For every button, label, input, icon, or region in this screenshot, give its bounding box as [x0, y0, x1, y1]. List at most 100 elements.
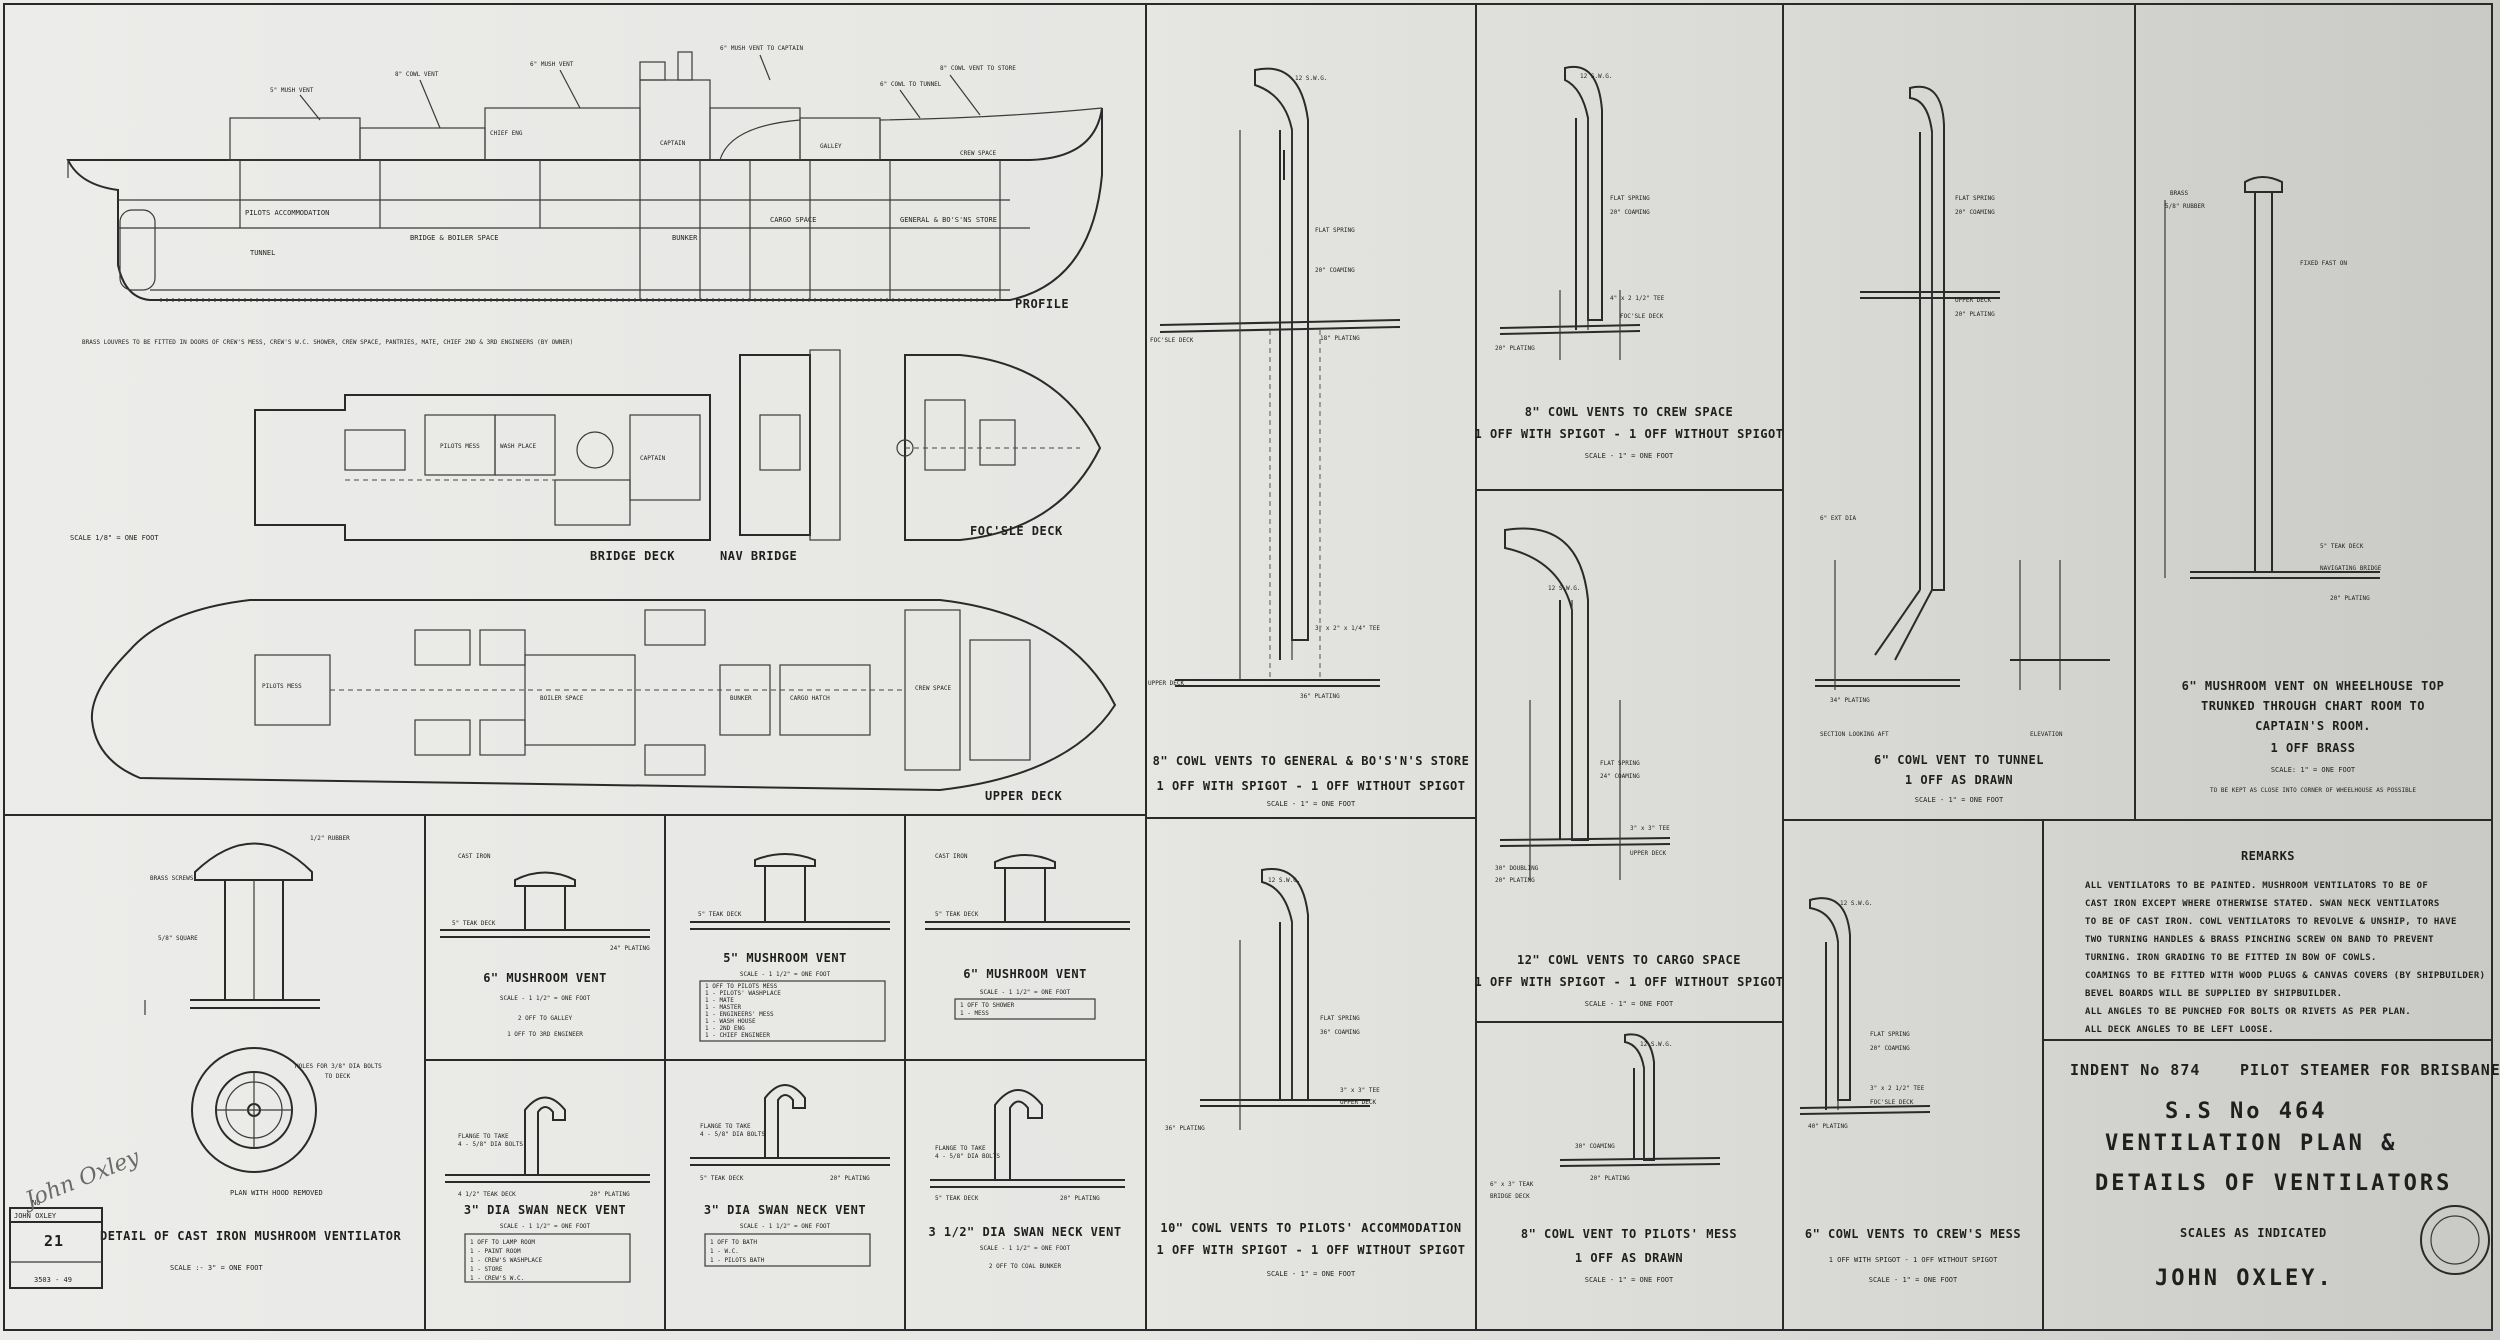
nav-bridge-label: NAV BRIDGE [720, 549, 797, 563]
upper-deck-plan: PILOTS MESS BOILER SPACE BUNKER CARGO HA… [90, 599, 1117, 803]
detail-b-line1: 1 OFF WITH SPIGOT - 1 OFF WITHOUT SPIGOT [1475, 427, 1784, 441]
svg-text:6" EXT DIA: 6" EXT DIA [1820, 515, 1857, 522]
svg-text:20" PLATING: 20" PLATING [1955, 311, 1995, 318]
detail-mushroom-5in: 5" TEAK DECK 5" MUSHROOM VENT SCALE - 1 … [690, 853, 890, 1042]
svg-text:36" COAMING: 36" COAMING [1320, 1029, 1360, 1036]
small-detail-6-title: 3 1/2" DIA SWAN NECK VENT [928, 1225, 1121, 1239]
svg-text:12 S.W.G.: 12 S.W.G. [1640, 1041, 1673, 1048]
svg-text:20" PLATING: 20" PLATING [2330, 595, 2370, 602]
svg-text:5" TEAK DECK: 5" TEAK DECK [935, 1195, 979, 1202]
svg-text:FLANGE TO TAKE: FLANGE TO TAKE [700, 1123, 751, 1130]
small-detail-1-scale: SCALE - 1 1/2" = ONE FOOT [500, 995, 591, 1002]
detail-b-title: 8" COWL VENTS TO CREW SPACE [1525, 405, 1734, 419]
detail-cast-iron-mushroom: 1/2" RUBBER BRASS SCREWS 5/8" SQUARE HOL… [100, 835, 401, 1272]
small-detail-5-title: 3" DIA SWAN NECK VENT [704, 1203, 866, 1217]
small-detail-4-scale: SCALE - 1 1/2" = ONE FOOT [500, 1223, 591, 1230]
drawing-title-line-1: VENTILATION PLAN & [2105, 1131, 2397, 1156]
detail-c-title: 6" COWL VENT TO TUNNEL [1874, 753, 2044, 767]
detail-d-line3: 1 OFF BRASS [2271, 741, 2356, 755]
svg-text:CAPTAIN: CAPTAIN [660, 140, 686, 147]
small-detail-5-row-2: 1 - PILOTS BATH [710, 1257, 765, 1264]
small-detail-4-row-4: 1 - CREW'S W.C. [470, 1275, 524, 1282]
stamp-no-label: No [32, 1199, 40, 1207]
svg-text:FLANGE TO TAKE: FLANGE TO TAKE [935, 1145, 986, 1152]
detail-d-note: TO BE KEPT AS CLOSE INTO CORNER OF WHEEL… [2210, 787, 2416, 794]
svg-text:6" MUSH VENT TO CAPTAIN: 6" MUSH VENT TO CAPTAIN [720, 45, 803, 52]
svg-text:30" DOUBLING: 30" DOUBLING [1495, 865, 1539, 872]
small-detail-2-row-2: 1 - MATE [705, 997, 734, 1004]
remarks-line-4: TURNING. IRON GRADING TO BE FITTED IN BO… [2085, 953, 2377, 963]
detail-f-line1: 1 OFF WITH SPIGOT - 1 OFF WITHOUT SPIGOT [1157, 1243, 1466, 1257]
stamp-name: JOHN OXLEY [14, 1212, 57, 1220]
svg-text:ELEVATION: ELEVATION [2030, 731, 2063, 738]
svg-text:5" MUSH VENT: 5" MUSH VENT [270, 87, 314, 94]
small-detail-2-title: 5" MUSHROOM VENT [723, 951, 847, 965]
svg-text:34" PLATING: 34" PLATING [1830, 697, 1870, 704]
remarks-line-3: TWO TURNING HANDLES & BRASS PINCHING SCR… [2085, 935, 2434, 945]
svg-text:CARGO SPACE: CARGO SPACE [770, 216, 816, 224]
round-stamp [2420, 1205, 2490, 1275]
svg-text:CREW SPACE: CREW SPACE [960, 150, 997, 157]
detail-a-line1: 1 OFF WITH SPIGOT - 1 OFF WITHOUT SPIGOT [1157, 779, 1466, 793]
detail-cowl-general-store: 12 S.W.G. FLAT SPRING 20" COAMING 3" x 2… [1148, 67, 1469, 808]
svg-text:12 S.W.G.: 12 S.W.G. [1295, 75, 1328, 82]
svg-text:18" PLATING: 18" PLATING [1320, 335, 1360, 342]
ship-number: S.S No 464 [2165, 1099, 2327, 1124]
stamp-ref: 3503 - 49 [34, 1276, 72, 1284]
remarks-line-5: COAMINGS TO BE FITTED WITH WOOD PLUGS & … [2085, 971, 2485, 981]
svg-text:3" x 2 1/2" TEE: 3" x 2 1/2" TEE [1870, 1085, 1925, 1092]
svg-text:20" COAMING: 20" COAMING [1870, 1045, 1910, 1052]
detail-h-scale: SCALE - 1" = ONE FOOT [1869, 1276, 1958, 1284]
svg-text:20" PLATING: 20" PLATING [830, 1175, 870, 1182]
svg-text:12 S.W.G.: 12 S.W.G. [1268, 877, 1301, 884]
title-block: INDENT No 874 PILOT STEAMER FOR BRISBANE… [2070, 1061, 2500, 1291]
svg-text:PILOTS MESS: PILOTS MESS [440, 443, 480, 450]
remarks-heading: REMARKS [2241, 849, 2295, 863]
svg-text:5" TEAK DECK: 5" TEAK DECK [452, 920, 496, 927]
svg-text:FLAT SPRING: FLAT SPRING [1955, 195, 1995, 202]
svg-text:UPPER DECK: UPPER DECK [1148, 680, 1185, 687]
ship-profile: PILOTS ACCOMMODATION BRIDGE & BOILER SPA… [66, 45, 1103, 311]
svg-text:CAPTAIN: CAPTAIN [640, 455, 666, 462]
small-detail-4-row-2: 1 - CREW'S WASHPLACE [470, 1257, 543, 1264]
handwritten-name: John Oxley [18, 1145, 143, 1215]
small-detail-6-scale: SCALE - 1 1/2" = ONE FOOT [980, 1245, 1071, 1252]
small-detail-4-row-3: 1 - STORE [470, 1266, 503, 1273]
designer-signature: JOHN OXLEY. [2155, 1266, 2334, 1291]
svg-text:FLAT SPRING: FLAT SPRING [1610, 195, 1650, 202]
remarks-line-7: ALL ANGLES TO BE PUNCHED FOR BOLTS OR RI… [2085, 1007, 2411, 1017]
svg-text:1/2" RUBBER: 1/2" RUBBER [310, 835, 350, 842]
svg-text:FOC'SLE DECK: FOC'SLE DECK [1150, 337, 1194, 344]
svg-text:36" PLATING: 36" PLATING [1165, 1125, 1205, 1132]
detail-f-title: 10" COWL VENTS TO PILOTS' ACCOMMODATION [1160, 1221, 1461, 1235]
detail-cowl-cargo-space: 12 S.W.G. FLAT SPRING 24" COAMING 3" x 3… [1475, 527, 1784, 1008]
detail-g-line1: 1 OFF AS DRAWN [1575, 1251, 1683, 1265]
remarks-line-6: BEVEL BOARDS WILL BE SUPPLIED BY SHIPBUI… [2085, 989, 2342, 999]
svg-text:5/8" RUBBER: 5/8" RUBBER [2165, 203, 2205, 210]
svg-text:4" x 2 1/2" TEE: 4" x 2 1/2" TEE [1610, 295, 1665, 302]
detail-cowl-pilots-accommodation: 12 S.W.G. FLAT SPRING 36" COAMING 3" x 3… [1157, 868, 1466, 1278]
detail-d-line2: CAPTAIN'S ROOM. [2255, 719, 2371, 733]
small-detail-5-row-1: 1 - W.C. [710, 1248, 739, 1255]
panel-borders [3, 3, 2493, 1331]
svg-text:5" TEAK DECK: 5" TEAK DECK [700, 1175, 744, 1182]
profile-label: PROFILE [1015, 297, 1069, 311]
small-detail-0-scale: SCALE :- 3" = ONE FOOT [170, 1264, 264, 1272]
svg-text:TUNNEL: TUNNEL [250, 249, 275, 257]
svg-text:GENERAL & BO'S'NS STORE: GENERAL & BO'S'NS STORE [900, 216, 997, 224]
detail-e-line1: 1 OFF WITH SPIGOT - 1 OFF WITHOUT SPIGOT [1475, 975, 1784, 989]
detail-d-line1: TRUNKED THROUGH CHART ROOM TO [2201, 699, 2425, 713]
bridge-deck-plan: PILOTS MESS WASH PLACE CAPTAIN BRIDGE DE… [254, 394, 711, 563]
small-detail-3-row-0: 1 OFF TO SHOWER [960, 1002, 1015, 1009]
svg-text:20" COAMING: 20" COAMING [1315, 267, 1355, 274]
svg-text:5" TEAK DECK: 5" TEAK DECK [698, 911, 742, 918]
svg-text:24" PLATING: 24" PLATING [610, 945, 650, 952]
svg-text:3" x 2" x 1/4" TEE: 3" x 2" x 1/4" TEE [1315, 625, 1380, 632]
svg-text:FLAT SPRING: FLAT SPRING [1870, 1031, 1910, 1038]
small-detail-1-line2: 1 OFF TO 3RD ENGINEER [507, 1031, 583, 1038]
bridge-deck-label: BRIDGE DECK [590, 549, 675, 563]
drawing-title-line-2: DETAILS OF VENTILATORS [2095, 1171, 2452, 1196]
small-detail-4-row-1: 1 - PAINT ROOM [470, 1248, 521, 1255]
svg-text:3" x 3" TEE: 3" x 3" TEE [1340, 1087, 1380, 1094]
